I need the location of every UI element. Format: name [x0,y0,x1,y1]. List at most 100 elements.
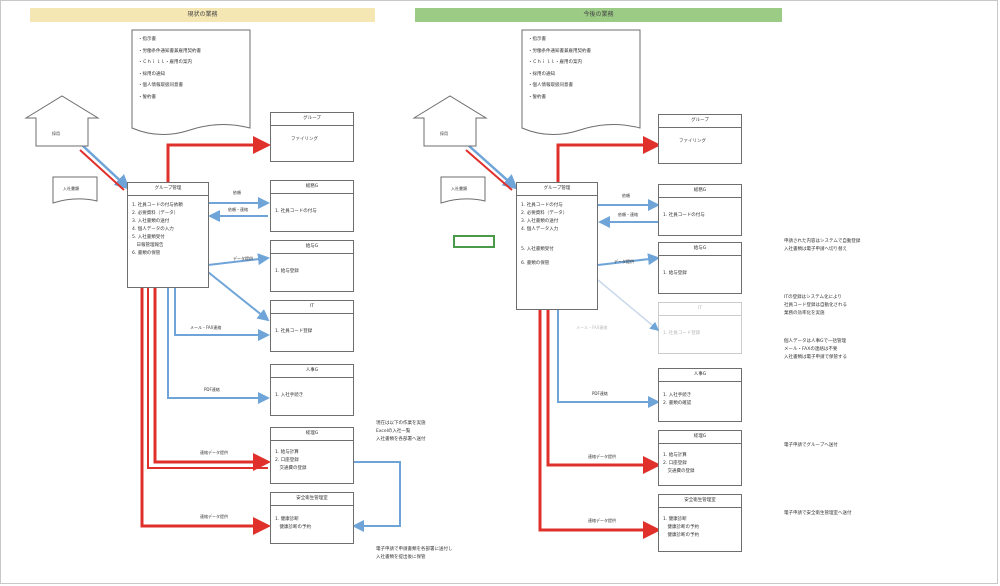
right-box-soumu: 総務G 1. 社員コードの付与 [658,184,742,236]
box-line: 1. 社員コードの付与依頼 [132,203,183,208]
box-title: 経理G [271,428,353,441]
box-title: 経理G [659,431,741,444]
left-applicant-label: 入社書類 [63,186,79,191]
right-arrow-keiri [546,310,661,474]
note-line: Excelの入社一覧 [376,429,411,434]
left-arrow-kyuyo [207,253,270,266]
box-title: IT [271,301,353,314]
right-header: 今後の業務 [415,8,782,22]
box-line: 4. 個人データの入力 [132,227,174,232]
left-box-keiri: 経理G 1. 給与計算 2. 口座登録 交通費の登録 [270,427,354,484]
right-arrow-jinji [557,310,660,408]
left-arrow-anzen [140,288,271,535]
doc-line: ・労働条件通知書兼雇用契約書 [528,48,591,54]
doc-line: ・指示書 [138,37,156,42]
box-line: 2. 書類の確認 [663,401,692,406]
left-arrow-applicant [81,144,130,190]
right-note-1: 申請された内容はシステムで自動登録 入社書類は電子申請へ切り替え [784,238,860,254]
doc-line: ・指示書 [528,37,546,42]
box-title: グループ [271,113,353,126]
left-arrow-group [166,136,271,182]
note-line: 社員コード登録は自動化される [784,303,847,308]
left-arrow-it-a [207,271,270,322]
right-arrow-label: 依頼・連絡 [618,212,638,217]
left-house-label: 採用 [52,131,60,136]
right-doc-shape [521,29,641,135]
box-title: 安全衛生管理室 [659,495,741,508]
left-arrow-label: 依頼・連絡 [228,207,248,212]
right-box-kyuyo: 給与G 1. 給与登録 [658,242,742,294]
doc-line: ・Ｃｈｉｌｌ・雇用の案内 [138,60,192,65]
box-line: 日報管理報告 [132,243,164,248]
right-arrow-kyuyo [597,253,660,266]
box-title: 安全衛生管理室 [271,493,353,506]
box-title: 給与G [659,243,741,256]
right-arrow-applicant [467,144,518,190]
left-box-group: グループ ファイリング [270,112,354,162]
box-line: 2. 必要資料（データ） [521,211,568,216]
note-line: メール・FAXの連絡は不要 [784,347,838,352]
doc-line: ・採用の通知 [528,71,555,77]
box-line: ファイリング [291,137,318,142]
right-arrow-label: データ提供 [614,259,634,264]
note-line: 現在は以下の作業を実施 [376,421,426,426]
left-doc: ・指示書 ・労働条件通知書兼雇用契約書 ・Ｃｈｉｌｌ・雇用の案内 ・採用の通知 … [132,34,250,103]
note-line: 電子申請で安全衛生管理室へ送付 [784,511,852,516]
left-hub-box: グループ管理 1. 社員コードの付与依頼 2. 必要資料（データ） 3. 入社書… [127,182,209,288]
left-arrow-label: メール・FAX連絡 [190,325,222,330]
right-arrow-it [597,279,660,331]
box-line: 1. 入社手続き [275,393,304,398]
right-note-2: ITの登録はシステム化により 社員コード登録は自動化される 業務の効率化を実施 [784,294,847,318]
box-line: 3. 入社書類の送付 [521,219,559,224]
right-box-jinji: 人事G 1. 入社手続き 2. 書類の確認 [658,368,742,422]
doc-line: ・採用の通知 [138,71,165,77]
box-line: 4. 個人データ入力 [521,227,559,232]
right-arrow-group [556,136,661,182]
left-arrow-it-b [174,288,270,341]
box-line: 1. 健康診断 [275,517,299,522]
left-arrow-loop [352,461,401,532]
left-arrow-label: 依頼 [233,190,241,195]
note-line: 入社書類を各部署へ送付 [376,437,426,442]
left-box-kyuyo: 給与G 1. 給与登録 [270,240,354,292]
right-applicant-label: 入社書類 [451,186,467,191]
right-arrow-label: 連絡データ提供 [588,454,616,459]
box-line: 1. 社員コードの付与 [663,213,705,218]
left-box-jinji: 人事G 1. 入社手続き [270,364,354,416]
right-hub-box: グループ管理 1. 社員コードの付与 2. 必要資料（データ） 3. 入社書類の… [516,182,598,310]
right-doc: ・指示書 ・労働条件通知書兼雇用契約書 ・Ｃｈｉｌｌ・雇用の案内 ・採用の通知 … [522,34,640,103]
box-line: ファイリング [679,139,706,144]
left-arrow-label: 連絡データ提供 [200,514,228,519]
box-line: 3. 入社書類の送付 [132,219,170,224]
note-line: 業務の効率化を実施 [784,311,825,316]
left-arrow-label: 連絡データ提供 [200,450,228,455]
box-title: 人事G [271,365,353,378]
box-line: 健康診断の予約 [663,525,699,530]
box-line: 5. 入社書類受付 [132,235,165,240]
doc-line: ・労働条件通知書兼雇用契約書 [138,48,201,54]
right-house-label: 採用 [440,131,448,136]
right-note-5: 電子申請で安全衛生管理室へ送付 [784,510,852,518]
left-note: 現在は以下の作業を実施 Excelの入社一覧 入社書類を各部署へ送付 [376,420,426,444]
right-box-it: IT 1. 社員コード登録 [658,302,742,354]
box-line: 1. 社員コード登録 [663,331,701,336]
box-line: 1. 社員コードの付与 [521,203,563,208]
left-arrow-keiri-2 [147,288,268,469]
box-title: グループ管理 [517,183,597,196]
left-box-anzen: 安全衛生管理室 1. 健康診断 健康診断の予約 [270,492,354,544]
box-line: 5. 入社書類受付 [521,247,554,252]
right-arrow-label: PDF連絡 [592,391,608,396]
box-title: グループ管理 [128,183,208,196]
box-line: 1. 健康診断 [663,517,687,522]
left-doc-shape [131,29,251,135]
box-line: 1. 給与計算 [275,450,299,455]
box-line: 交通費の登録 [663,469,695,474]
box-line: 交通費の登録 [275,466,307,471]
box-line: 2. 口座登録 [275,458,299,463]
note-line: 入社書類は電子申請へ切り替え [784,247,847,252]
left-house-shape [24,95,100,147]
box-title: グループ [659,115,741,128]
green-marker [453,235,495,248]
left-arrow-label: データ提供 [233,256,253,261]
